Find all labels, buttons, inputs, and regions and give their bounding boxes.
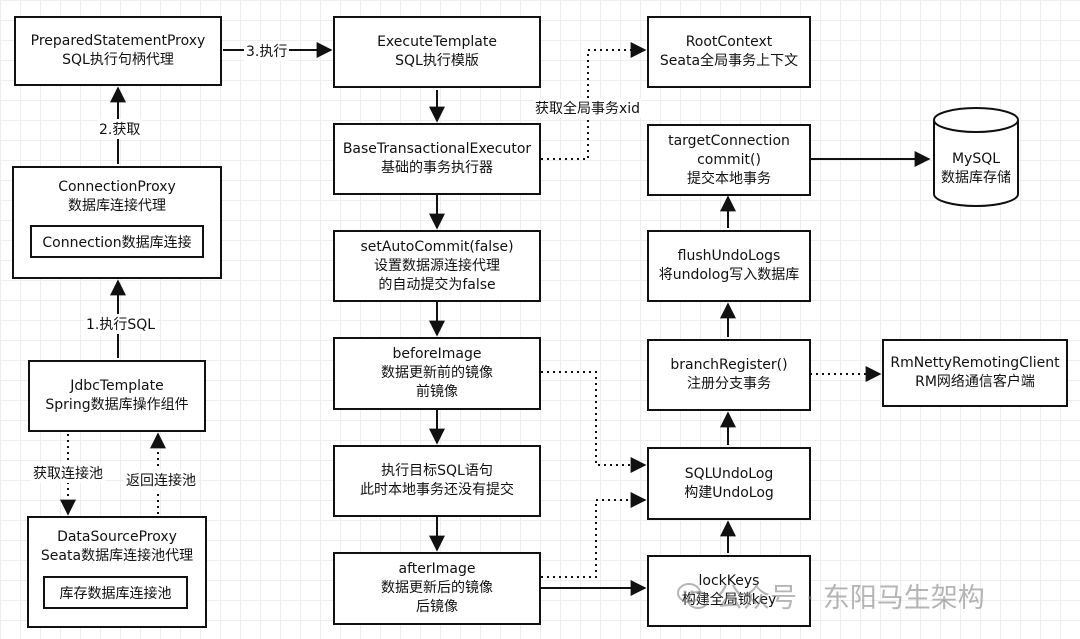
node-execute-template: ExecuteTemplate SQL执行模版 [333,16,541,88]
node-line-2: 数据更新后的镜像 [381,580,493,596]
node-after-image: afterImage 数据更新后的镜像 后镜像 [333,552,541,625]
node-before-image: beforeImage 数据更新前的镜像 前镜像 [333,337,541,410]
node-line-2: 设置数据源连接代理 [374,257,500,274]
node-base-transactional-executor: BaseTransactionalExecutor 基础的事务执行器 [333,123,541,195]
node-line-1: 执行目标SQL语句 [381,463,493,479]
node-subtitle: RM网络通信客户端 [915,374,1035,390]
node-title: DataSourceProxy [57,529,177,545]
node-title: flushUndoLogs [677,248,781,264]
node-lock-keys: lockKeys 构建全局锁key [647,555,811,627]
node-connection: Connection数据库连接 [30,225,204,258]
node-execute-sql: 执行目标SQL语句 此时本地事务还没有提交 [333,445,541,517]
node-subtitle: 数据库存储 [941,170,1011,186]
node-jdbc-template: JdbcTemplate Spring数据库操作组件 [28,360,206,432]
node-subtitle: 构建UndoLog [684,484,774,501]
node-line-1: beforeImage [392,346,482,362]
node-subtitle: Spring数据库操作组件 [45,397,189,413]
wechat-icon [677,582,709,609]
node-title: lockKeys [698,573,760,589]
node-line-3: 后镜像 [416,599,458,615]
edge-label-get: 2.获取 [97,119,143,139]
edge-label-exec-sql: 1.执行SQL [84,314,158,334]
node-subtitle: 基础的事务执行器 [381,160,493,176]
edge-after-undo [541,492,647,578]
node-connection-proxy: ConnectionProxy 数据库连接代理 [12,166,222,279]
watermark: 公众号 · 东阳马生架构 [676,576,985,615]
node-subtitle: Seata全局事务上下文 [659,53,799,69]
node-line-1: setAutoCommit(false) [360,238,514,255]
edge-label-exec: 3.执行 [244,41,290,61]
node-line-1: afterImage [398,561,476,577]
node-title: RmNettyRemotingClient [890,355,1060,371]
node-title: branchRegister() [670,357,788,373]
node-prepared-statement-proxy: PreparedStatementProxy SQL执行句柄代理 [14,16,222,86]
node-set-auto-commit: setAutoCommit(false) 设置数据源连接代理 的自动提交为fal… [333,230,541,302]
node-subtitle: 数据库连接代理 [68,198,166,214]
node-line-2: 此时本地事务还没有提交 [360,482,514,498]
node-title: BaseTransactionalExecutor [342,141,532,157]
edge-before-undo [541,371,647,473]
edge-label-get-xid: 获取全局事务xid [533,98,643,118]
node-title: RootContext [685,34,773,50]
node-subtitle: 将undolog写入数据库 [658,267,800,283]
node-line-3: 提交本地事务 [687,170,771,187]
node-root-context: RootContext Seata全局事务上下文 [647,16,811,88]
node-title: ConnectionProxy [58,179,176,195]
node-subtitle: SQL执行句柄代理 [62,52,174,68]
node-line-3: 的自动提交为false [378,276,496,293]
node-line-2: commit() [697,151,761,168]
node-target-connection-commit: targetConnection commit() 提交本地事务 [647,124,811,196]
node-mysql: MySQL 数据库存储 [930,150,1022,188]
edge-label-get-pool: 获取连接池 [31,463,105,483]
node-title: ExecuteTemplate [377,34,497,50]
edge-label-return-pool: 返回连接池 [124,470,198,490]
node-title: PreparedStatementProxy [30,33,206,49]
node-branch-register: branchRegister() 注册分支事务 [647,339,811,411]
node-subtitle: 注册分支事务 [687,376,771,392]
node-line-2: 数据更新前的镜像 [381,365,493,381]
node-subtitle: SQL执行模版 [395,53,479,69]
node-line-3: 前镜像 [416,384,458,400]
node-sql-undo-log: SQLUndoLog 构建UndoLog [647,447,811,520]
node-line-1: targetConnection [668,132,790,149]
node-title: MySQL [951,151,1001,167]
node-title: JdbcTemplate [70,378,164,394]
watermark-text: 公众号 · 东阳马生架构 [716,583,985,614]
node-datasource-pool: 库存数据库连接池 [43,576,188,609]
node-flush-undo-logs: flushUndoLogs 将undolog写入数据库 [647,230,811,302]
node-title: SQLUndoLog [684,465,774,482]
node-datasource-proxy: DataSourceProxy Seata数据库连接池代理 [27,516,207,628]
node-rm-netty-remoting-client: RmNettyRemotingClient RM网络通信客户端 [882,339,1068,407]
node-subtitle: Seata数据库连接池代理 [40,548,194,564]
